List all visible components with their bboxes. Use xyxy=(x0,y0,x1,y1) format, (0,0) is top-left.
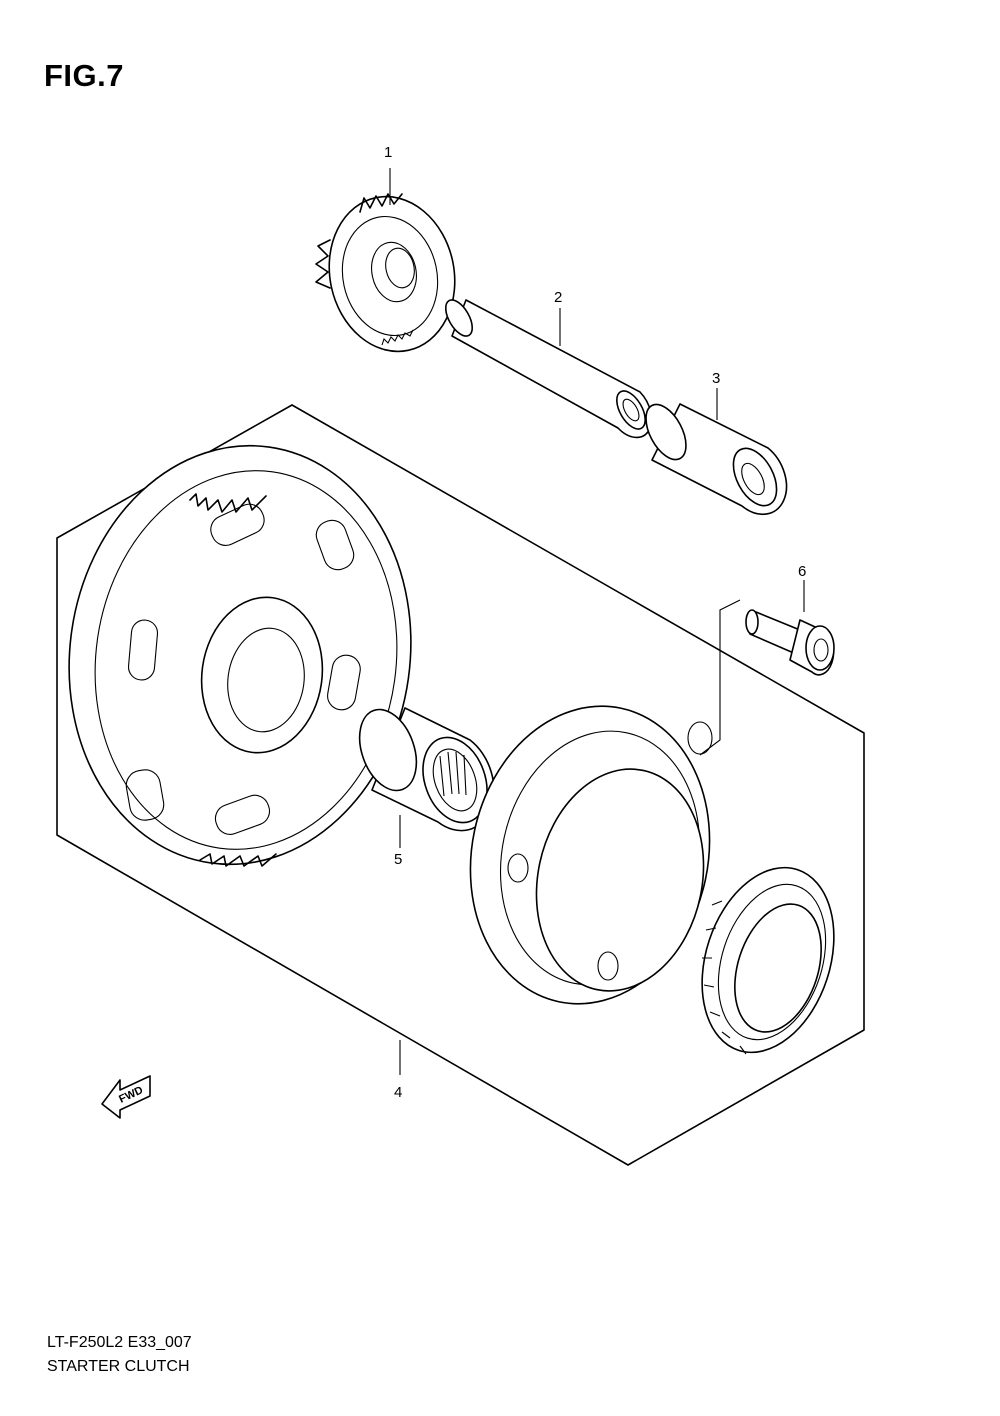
one-way-clutch-cage[interactable] xyxy=(680,850,857,1069)
part-5-needle-bearing[interactable] xyxy=(349,702,498,848)
callout-3: 3 xyxy=(712,370,720,387)
figure-title: FIG.7 xyxy=(44,58,125,93)
part-1-starter-idle-gear[interactable] xyxy=(315,168,469,363)
callout-6: 6 xyxy=(798,563,806,580)
callout-2: 2 xyxy=(554,289,562,306)
assembly-outline xyxy=(56,404,865,1166)
fwd-arrow-icon: FWD xyxy=(101,1075,151,1119)
footer: LT-F250L2 E33_007 STARTER CLUTCH xyxy=(47,1331,192,1379)
diagram-code: LT-F250L2 E33_007 xyxy=(47,1334,192,1351)
callout-4: 4 xyxy=(394,1084,402,1101)
callout-5: 5 xyxy=(394,851,402,868)
part-2-shaft[interactable] xyxy=(440,296,653,439)
part-4-starter-driven-gear[interactable] xyxy=(42,423,437,886)
part-6-bolt[interactable] xyxy=(745,580,835,676)
part-3-bushing[interactable] xyxy=(638,388,788,516)
diagram-caption: STARTER CLUTCH xyxy=(47,1358,190,1375)
part-4-clutch-body[interactable] xyxy=(443,599,741,1026)
callout-1: 1 xyxy=(384,144,392,161)
